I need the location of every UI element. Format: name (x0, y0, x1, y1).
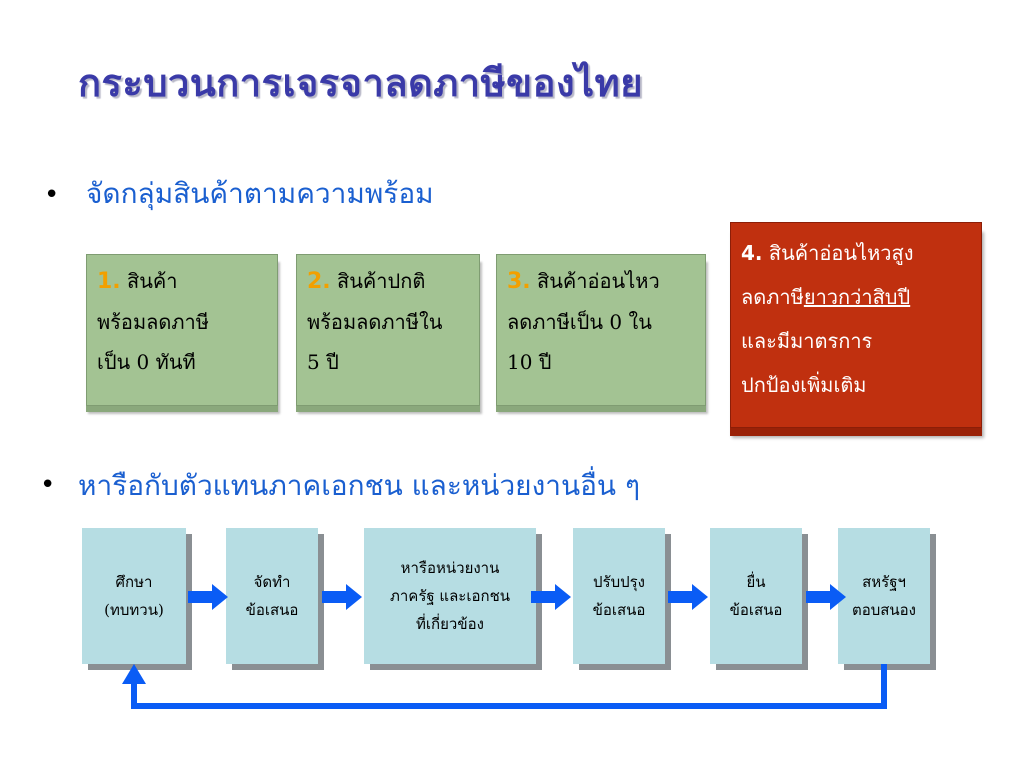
bullet-1-text: จัดกลุ่มสินค้าตามความพร้อม (86, 177, 434, 210)
group-1-line-1: สินค้า (127, 269, 178, 293)
flow-arrow-4 (668, 584, 708, 610)
process-step-5-line-1: ยื่น (746, 573, 766, 591)
process-step-5-line-2: ข้อเสนอ (729, 601, 783, 619)
flow-arrow-3 (531, 584, 571, 610)
process-step-draft-proposal: จัดทำ ข้อเสนอ (226, 528, 318, 664)
group-4-number: 4. (741, 241, 763, 265)
group-2-line-3: 5 ปี (307, 350, 339, 374)
feedback-loop-arrow (122, 664, 887, 709)
process-step-revise-proposal: ปรับปรุง ข้อเสนอ (573, 528, 665, 664)
process-step-3-line-2: ภาครัฐ และเอกชน (389, 587, 510, 605)
group-3-line-1: สินค้าอ่อนไหว (537, 269, 660, 293)
process-step-4-line-2: ข้อเสนอ (592, 601, 646, 619)
sensitive-group-box: 4. สินค้าอ่อนไหวสูง ลดภาษียาวกว่าสิบปี แ… (730, 222, 982, 428)
bullet-1-dot: • (44, 180, 60, 210)
process-step-3-line-1: หารือหน่วยงาน (400, 559, 500, 577)
process-step-2-line-2: ข้อเสนอ (245, 601, 299, 619)
process-step-4-line-1: ปรับปรุง (592, 573, 645, 591)
group-1-number: 1. (97, 269, 121, 294)
process-step-2-line-1: จัดทำ (253, 573, 291, 591)
group-2-number: 2. (307, 269, 331, 294)
group-1-line-2: พร้อมลดภาษี (97, 310, 209, 334)
process-step-study: ศึกษา (ทบทวน) (82, 528, 186, 664)
group-4-line-2-underlined: ยาวกว่าสิบปี (803, 285, 911, 309)
group-2-line-1: สินค้าปกติ (337, 269, 426, 293)
group-4-line-4: ปกป้องเพิ่มเติม (741, 373, 867, 397)
process-step-us-response: สหรัฐฯ ตอบสนอง (838, 528, 930, 664)
process-step-6-line-2: ตอบสนอง (851, 601, 916, 619)
group-box-1: 1. สินค้า พร้อมลดภาษี เป็น 0 ทันที (86, 254, 278, 406)
group-3-number: 3. (507, 269, 531, 294)
slide-title: กระบวนการเจรจาลดภาษีของไทย (78, 61, 643, 105)
process-step-6-line-1: สหรัฐฯ (862, 573, 906, 591)
process-step-1-line-2: (ทบทวน) (104, 601, 164, 619)
flow-arrow-1 (188, 584, 228, 610)
group-4-line-2-prefix: ลดภาษี (741, 285, 804, 309)
process-step-3-line-3: ที่เกี่ยวข้อง (416, 615, 484, 633)
group-1-line-3: เป็น 0 ทันที (97, 350, 196, 374)
group-4-line-1: สินค้าอ่อนไหวสูง (768, 241, 914, 265)
group-3-line-2: ลดภาษีเป็น 0 ใน (507, 310, 652, 334)
group-box-2: 2. สินค้าปกติ พร้อมลดภาษีใน 5 ปี (296, 254, 480, 406)
group-2-line-2: พร้อมลดภาษีใน (307, 310, 443, 334)
group-3-line-3: 10 ปี (507, 350, 552, 374)
group-4-line-3: และมีมาตรการ (741, 329, 873, 353)
group-box-3: 3. สินค้าอ่อนไหว ลดภาษีเป็น 0 ใน 10 ปี (496, 254, 706, 406)
process-step-submit-proposal: ยื่น ข้อเสนอ (710, 528, 802, 664)
bullet-2-dot: • (40, 470, 56, 500)
bullet-2-text: หารือกับตัวแทนภาคเอกชน และหน่วยงานอื่น ๆ (78, 469, 641, 502)
flow-arrow-5 (806, 584, 846, 610)
process-step-1-line-1: ศึกษา (115, 573, 153, 591)
process-step-consult-agencies: หารือหน่วยงาน ภาครัฐ และเอกชน ที่เกี่ยวข… (364, 528, 536, 664)
flow-arrow-2 (322, 584, 362, 610)
